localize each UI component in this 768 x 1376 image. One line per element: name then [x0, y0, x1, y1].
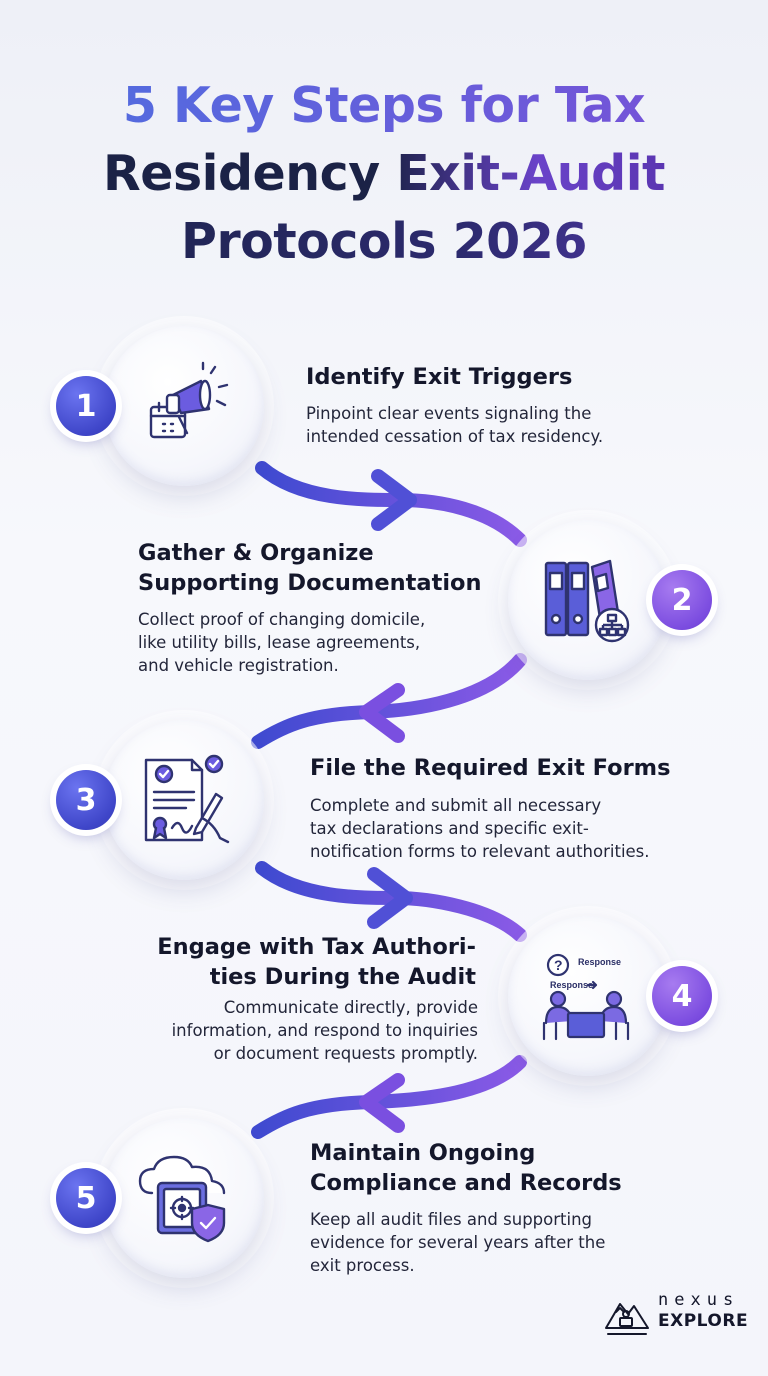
- step-1-icon-circle: [104, 326, 264, 486]
- step-5-description: Keep all audit files and supporting evid…: [310, 1210, 606, 1275]
- step-5-icon-circle: [104, 1118, 264, 1278]
- step-2-title: Gather & Organize Supporting Documentati…: [138, 540, 482, 596]
- meeting-icon: ? Response Response: [542, 953, 630, 1041]
- step-3-icon-circle: [104, 720, 264, 880]
- step-4-number-badge: 4: [652, 966, 712, 1026]
- step-3-title: File the Required Exit Forms: [310, 755, 671, 781]
- step-4-icon-circle: ? Response Response: [508, 916, 668, 1076]
- step-2-icon-circle: [508, 520, 668, 680]
- step-5-title: Maintain Ongoing Compliance and Records: [310, 1140, 622, 1196]
- step-4-description: Communicate directly, provide informatio…: [171, 998, 478, 1063]
- arrowhead-4-to-5: [359, 1073, 405, 1133]
- step-3-description: Complete and submit all necessary tax de…: [310, 796, 650, 861]
- svg-text:?: ?: [554, 957, 563, 973]
- meeting-response-label-top: Response: [578, 957, 621, 967]
- binders-icon: [544, 559, 630, 643]
- arrowhead-3-to-4: [367, 867, 413, 929]
- arrowhead-1-to-2: [371, 469, 417, 531]
- step-2-number-badge: 2: [652, 570, 712, 630]
- brand-name: nexus: [658, 1290, 740, 1310]
- step-2-description: Collect proof of changing domicile, like…: [138, 610, 426, 675]
- meeting-response-label-left: Response: [550, 980, 593, 990]
- step-5-number-badge: 5: [56, 1168, 116, 1228]
- step-3-number-badge: 3: [56, 770, 116, 830]
- title-line-2: Residency Exit-Audit: [0, 140, 768, 208]
- step-4-title: Engage with Tax Authori- ties During the…: [157, 934, 476, 990]
- brand-logo: nexus EXPLORE: [604, 1286, 754, 1346]
- page-title: 5 Key Steps for Tax Residency Exit-Audit…: [0, 72, 768, 276]
- signed-document-icon: [144, 754, 230, 844]
- megaphone-calendar-icon: [149, 361, 229, 439]
- brand-subname: EXPLORE: [658, 1311, 749, 1331]
- title-line-3: Protocols 2026: [0, 208, 768, 276]
- step-1-number-badge: 1: [56, 376, 116, 436]
- step-1-description: Pinpoint clear events signaling the inte…: [306, 404, 604, 446]
- arrowhead-2-to-3: [359, 683, 405, 743]
- step-1-title: Identify Exit Triggers: [306, 364, 573, 390]
- cloud-vault-shield-icon: [138, 1155, 226, 1243]
- mountain-explorer-icon: [605, 1303, 649, 1335]
- title-line-1: 5 Key Steps for Tax: [0, 72, 768, 140]
